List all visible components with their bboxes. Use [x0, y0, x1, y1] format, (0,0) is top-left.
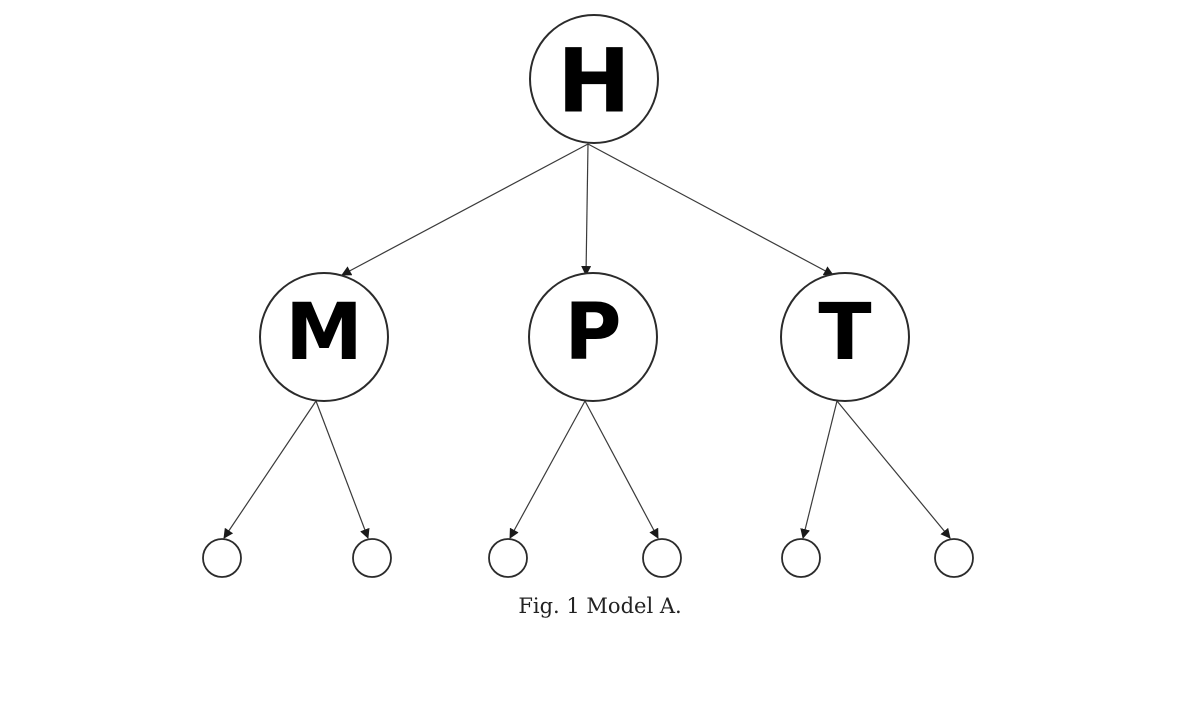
node-t-label: T [818, 288, 871, 378]
edge-root-to-m [341, 143, 589, 276]
node-root-label: H [557, 30, 631, 133]
edge-root-to-t [587, 143, 834, 276]
edges-layer [223, 143, 951, 539]
leaf-node-t-1 [781, 538, 821, 578]
edge-root-to-p [581, 143, 592, 276]
edge-t-to-leaf-2 [836, 400, 951, 539]
leaf-node-p-2 [642, 538, 682, 578]
figure-caption: Fig. 1 Model A. [518, 594, 682, 618]
edge-m-to-leaf-2 [315, 400, 370, 539]
node-m-label: M [285, 288, 363, 378]
edge-p-to-leaf-2 [584, 400, 659, 539]
node-m [259, 272, 389, 402]
leaf-node-p-1 [488, 538, 528, 578]
leaf-node-m-2 [352, 538, 392, 578]
edge-t-to-leaf-1 [800, 400, 838, 539]
nodes-layer: H M P T [202, 14, 974, 578]
edge-m-to-leaf-1 [223, 400, 317, 539]
node-p-label: P [564, 288, 621, 378]
leaf-node-m-1 [202, 538, 242, 578]
node-root [529, 14, 659, 144]
leaf-node-t-2 [934, 538, 974, 578]
node-t [780, 272, 910, 402]
edge-p-to-leaf-1 [509, 400, 586, 539]
node-p [528, 272, 658, 402]
